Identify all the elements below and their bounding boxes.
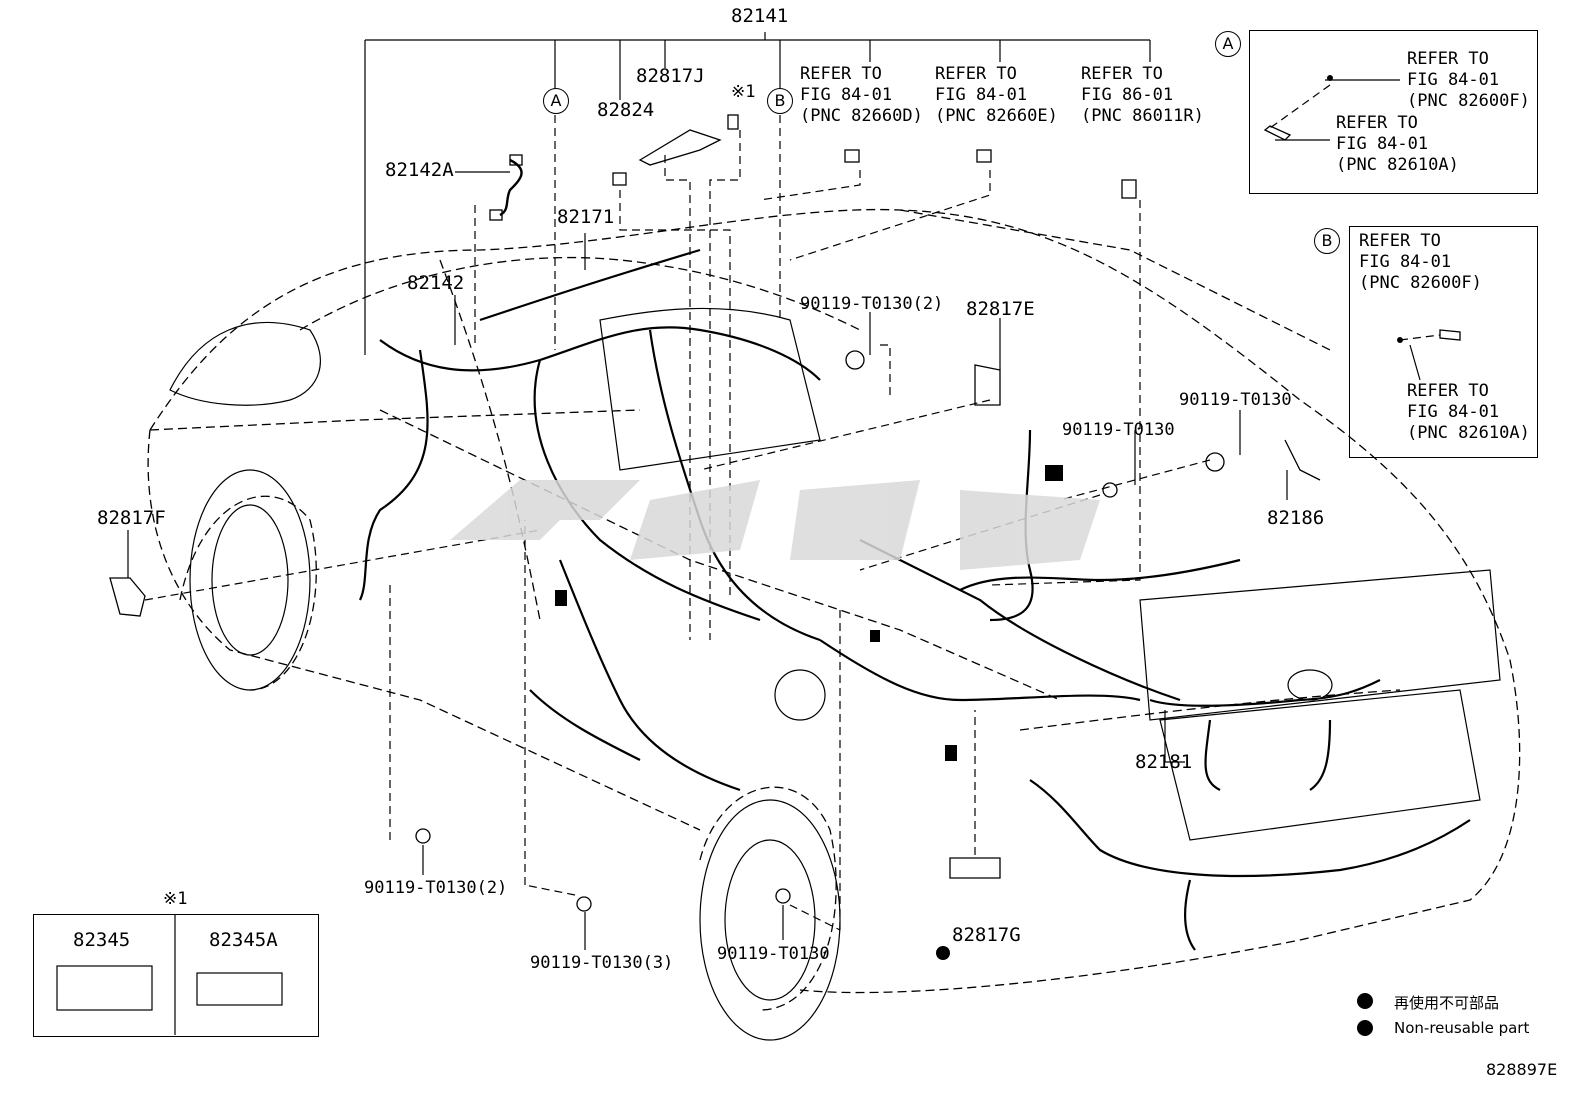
refer-note-3-line-1: REFER TO	[1081, 64, 1163, 84]
figure-id: 828897E	[1486, 1060, 1558, 1079]
inset-b-top-line-2: FIG 84-01	[1359, 252, 1452, 272]
refer-note-1-line-3: (PNC 82660D)	[800, 106, 923, 126]
inset-b-top-line-1: REFER TO	[1359, 231, 1441, 251]
part-82141: 82141	[731, 5, 789, 27]
fuse-box-mark: ※1	[163, 889, 188, 909]
refer-note-3-line-3: (PNC 86011R)	[1081, 106, 1204, 126]
part-82142A: 82142A	[385, 159, 454, 181]
callout-a: A	[543, 88, 569, 114]
bolt-bottom-mid: 90119-T0130(3)	[530, 953, 674, 973]
inset-box-a	[1249, 30, 1538, 194]
inset-b-bottom-line-1: REFER TO	[1407, 381, 1489, 401]
refer-note-1-line-2: FIG 84-01	[800, 85, 893, 105]
callout-b: B	[767, 88, 793, 114]
inset-b-bottom-line-2: FIG 84-01	[1407, 402, 1500, 422]
bolt-right-1: 90119-T0130	[1179, 390, 1292, 410]
fuse-part-82345A: 82345A	[209, 929, 278, 951]
refer-note-2-line-1: REFER TO	[935, 64, 1017, 84]
refer-note-3-line-2: FIG 86-01	[1081, 85, 1174, 105]
part-82824: 82824	[597, 99, 655, 121]
fuse-box-panel	[33, 914, 319, 1037]
inset-box-b	[1349, 226, 1538, 458]
part-82171: 82171	[557, 206, 615, 228]
bolt-bottom-right: 90119-T0130	[717, 944, 830, 964]
part-82817E: 82817E	[966, 298, 1035, 320]
inset-a-top-line-1: REFER TO	[1407, 49, 1489, 69]
refer-note-1-line-1: REFER TO	[800, 64, 882, 84]
inset-a-bottom-line-2: FIG 84-01	[1336, 134, 1429, 154]
part-82142: 82142	[407, 272, 465, 294]
inset-a-top-line-2: FIG 84-01	[1407, 70, 1500, 90]
bolt-top: 90119-T0130(2)	[800, 294, 944, 314]
inset-b-marker: B	[1314, 228, 1340, 254]
part-82181: 82181	[1135, 751, 1193, 773]
bolt-right-2: 90119-T0130	[1062, 420, 1175, 440]
legend-en: Non-reusable part	[1394, 1019, 1530, 1037]
refer-note-2-line-3: (PNC 82660E)	[935, 106, 1058, 126]
mark-1: ※1	[731, 82, 756, 102]
fuse-part-82345: 82345	[73, 929, 131, 951]
part-82186: 82186	[1267, 507, 1325, 529]
inset-b-bottom-line-3: (PNC 82610A)	[1407, 423, 1530, 443]
inset-a-bottom-line-1: REFER TO	[1336, 113, 1418, 133]
inset-a-marker: A	[1215, 31, 1241, 57]
inset-a-bottom-line-3: (PNC 82610A)	[1336, 155, 1459, 175]
part-82817G: 82817G	[952, 924, 1021, 946]
inset-a-top-line-3: (PNC 82600F)	[1407, 91, 1530, 111]
watermark-shapes	[450, 480, 1100, 570]
legend-jp: 再使用不可部品	[1394, 994, 1500, 1012]
part-82817J: 82817J	[636, 65, 705, 87]
bolt-left-bottom: 90119-T0130(2)	[364, 878, 508, 898]
part-82817F: 82817F	[97, 507, 166, 529]
refer-note-2-line-2: FIG 84-01	[935, 85, 1028, 105]
inset-b-top-line-3: (PNC 82600F)	[1359, 273, 1482, 293]
